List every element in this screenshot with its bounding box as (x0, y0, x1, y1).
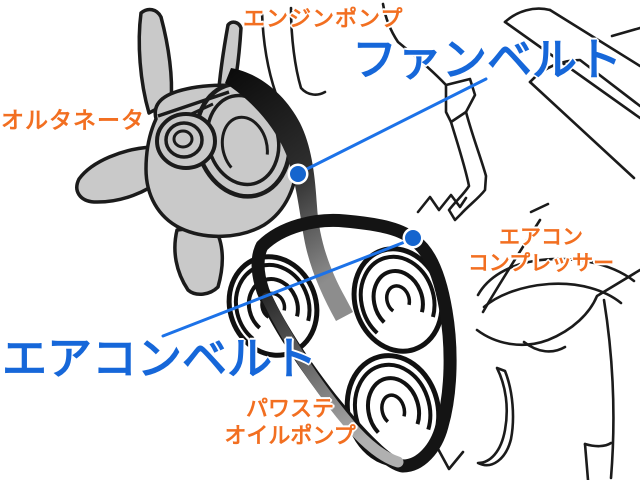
aircon-belt-marker-dot (405, 230, 421, 246)
aircon-belt (251, 213, 457, 473)
label-aircon-compressor: エアコン コンプレッサー (452, 224, 630, 276)
fan-belt-leader-line (301, 77, 488, 173)
label-aircon-compressor-line1: エアコン (499, 225, 583, 249)
fan-belt-marker-dot (290, 166, 306, 182)
label-engine-pump: エンジンポンプ (243, 7, 404, 32)
label-ps-oil-pump: パワステ オイルポンプ (182, 396, 398, 450)
background-engine-outline (260, 2, 640, 480)
pulley-top-right (351, 246, 445, 354)
fan-blade-left (75, 145, 164, 204)
label-ps-oil-pump-line1: パワステ (245, 397, 334, 422)
label-ps-oil-pump-line2: オイルポンプ (224, 424, 356, 449)
aircon-belt-leader-line (161, 238, 412, 338)
fan-blade-up-left (137, 7, 174, 115)
fan-blade-bottom (173, 224, 225, 296)
label-fan-belt: ファンベルト (352, 33, 623, 86)
alternator-pulley (155, 112, 217, 170)
label-alternator: オルタネータ (1, 108, 145, 134)
label-aircon-compressor-line2: コンプレッサー (467, 251, 615, 275)
cooling-fan (75, 7, 300, 296)
annotations (161, 77, 488, 338)
fan-belt (225, 68, 353, 321)
label-aircon-belt: エアコンベルト (2, 332, 318, 385)
